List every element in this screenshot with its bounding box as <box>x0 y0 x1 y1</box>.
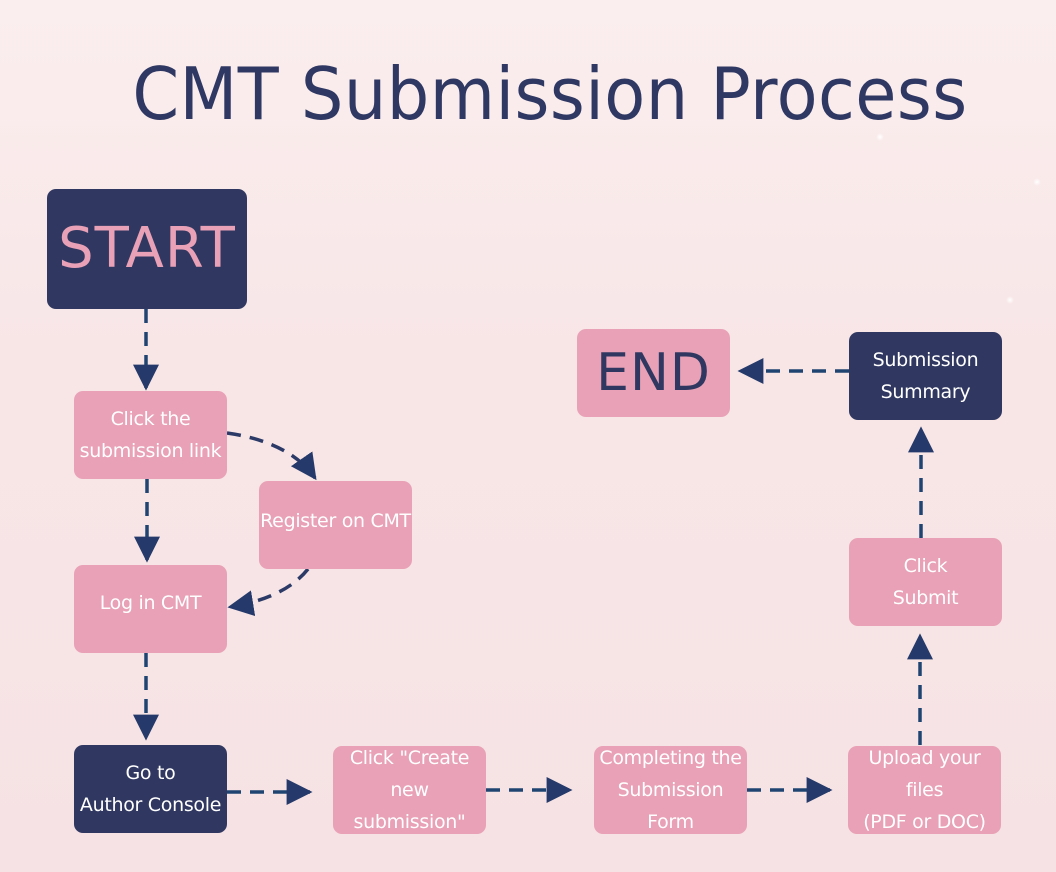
login-label: Log in CMT <box>99 592 202 614</box>
arrow-register-to-login <box>227 567 310 617</box>
submission-summary-node: Submission Summary <box>849 332 1002 420</box>
sparkle-decoration <box>1006 296 1014 304</box>
author-console-node: Go to Author Console <box>74 745 227 833</box>
submission-summary-label: Submission Summary <box>872 349 979 403</box>
create-submission-node: Click "Create new submission" <box>333 746 486 834</box>
register-label: Register on CMT <box>260 510 411 532</box>
start-label: START <box>58 216 236 281</box>
diagram-title: CMT Submission Process <box>132 52 968 136</box>
complete-form-node: Completing the Submission Form <box>594 746 747 834</box>
click-submit-node: Click Submit <box>849 538 1002 626</box>
start-node: START <box>47 189 247 309</box>
end-node: END <box>577 329 730 417</box>
complete-form-label: Completing the Submission Form <box>599 747 742 833</box>
create-submission-label: Click "Create new submission" <box>349 747 470 833</box>
upload-files-node: Upload your files (PDF or DOC) <box>848 746 1001 834</box>
sparkle-decoration <box>876 133 884 141</box>
sparkle-decoration <box>1033 178 1041 186</box>
click-submission-link-label: Click the submission link <box>79 408 222 462</box>
click-submit-label: Click Submit <box>892 555 959 609</box>
arrow-click-link-to-register <box>226 431 317 481</box>
register-node: Register on CMT <box>259 481 412 569</box>
end-label: END <box>596 343 711 403</box>
author-console-label: Go to Author Console <box>79 762 222 816</box>
upload-files-label: Upload your files (PDF or DOC) <box>863 747 986 833</box>
click-submission-link-node: Click the submission link <box>74 391 227 479</box>
login-node: Log in CMT <box>74 565 227 653</box>
